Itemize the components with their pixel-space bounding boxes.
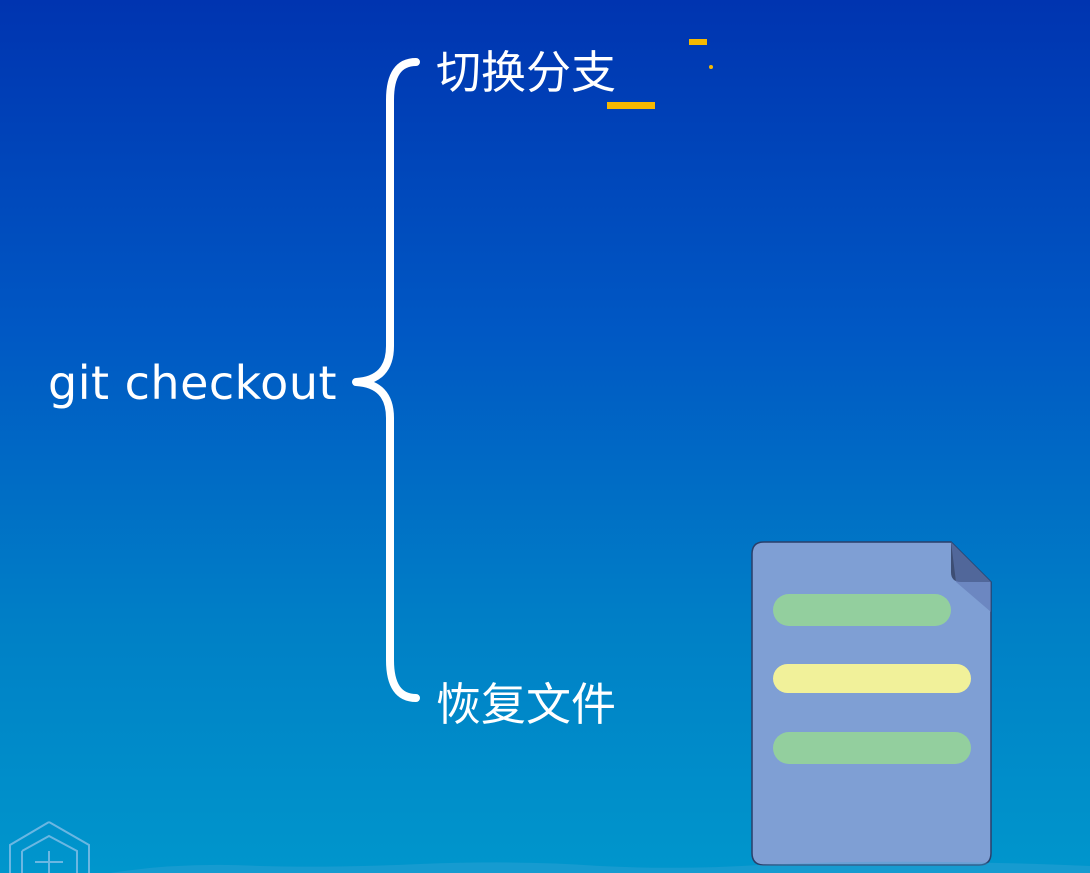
root-label: git checkout [48, 356, 338, 410]
accent-dot [709, 65, 713, 69]
curly-brace [352, 58, 420, 702]
cube-logo-icon [9, 821, 90, 873]
file-document-icon [751, 541, 992, 866]
branch-label-restore-files: 恢复文件 [436, 678, 617, 731]
accent-dash-underline [607, 102, 655, 109]
document-line-2 [773, 664, 971, 693]
accent-dash-small [689, 39, 707, 45]
horizon-wave [110, 861, 1090, 873]
branch-label-switch-branch: 切换分支 [436, 46, 617, 99]
document-line-3 [773, 732, 971, 764]
document-line-1 [773, 594, 951, 626]
